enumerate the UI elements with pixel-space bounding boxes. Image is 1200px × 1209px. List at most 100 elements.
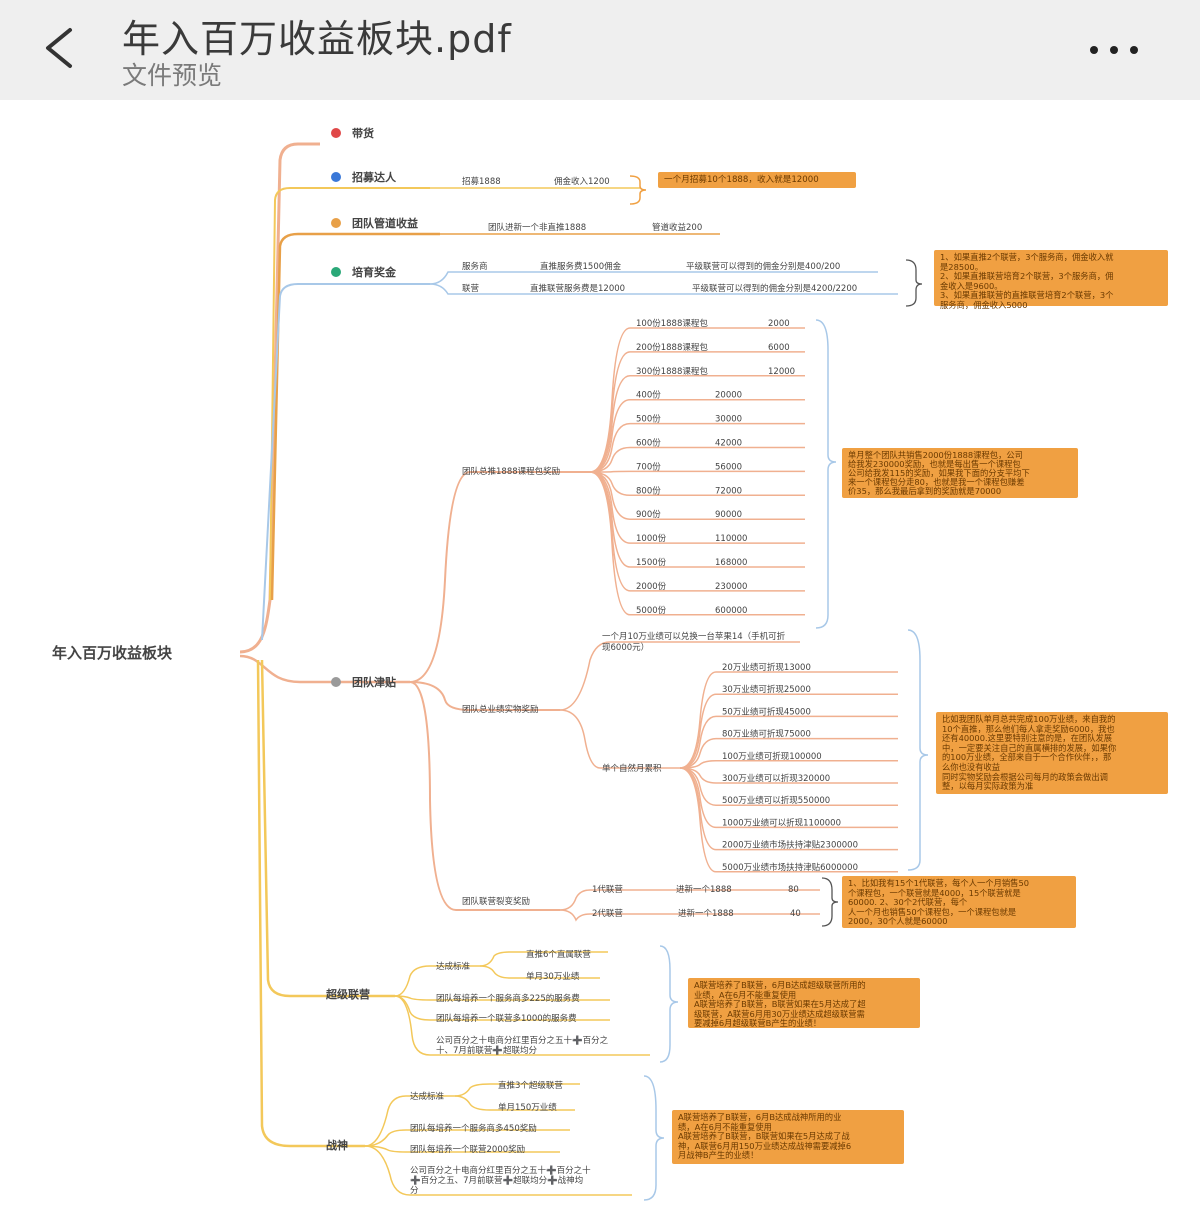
tuandui-b: 管道收益200 bbox=[652, 222, 702, 233]
shiwu-row: 1000万业绩可以折现1100000 bbox=[722, 817, 841, 828]
course-row-label: 700份 bbox=[636, 461, 661, 472]
zhanshen-r1: 团队每培养一个服务商多450奖励 bbox=[410, 1123, 537, 1134]
note-shiwu: 比如我团队单月总共完成100万业绩，来自我的 10个直推，那么他们每人拿走奖励6… bbox=[936, 712, 1168, 794]
liebian-label: 团队联营裂变奖励 bbox=[462, 896, 530, 907]
peiyu-a3: 平级联营可以得到的佣金分别是400/200 bbox=[686, 261, 840, 272]
file-subtitle: 文件预览 bbox=[122, 61, 223, 90]
course-branch bbox=[589, 398, 805, 473]
shiwu-branch bbox=[679, 767, 898, 784]
zhaomu-a: 招募1888 bbox=[462, 176, 501, 187]
shiwu-branch bbox=[679, 760, 898, 769]
chaoji-r2: 团队每培养一个联营多1000的服务费 bbox=[436, 1013, 577, 1024]
course-row-label: 800份 bbox=[636, 485, 661, 496]
shiwu-row: 20万业绩可折现13000 bbox=[722, 662, 811, 673]
shiwu-sub: 单个自然月累积 bbox=[602, 763, 662, 774]
cat-jintie: 团队津贴 bbox=[352, 675, 396, 689]
top-bar: 年入百万收益板块.pdf 文件预览 bbox=[0, 0, 1200, 100]
course-branch bbox=[589, 470, 805, 473]
course-row-label: 600份 bbox=[636, 438, 661, 449]
shiwu-row: 30万业绩可折现25000 bbox=[722, 684, 811, 695]
liebian-r1a: 1代联营 bbox=[592, 884, 623, 895]
shiwu-branch bbox=[679, 693, 898, 769]
red-dot-icon bbox=[331, 128, 341, 138]
course-row-label: 400份 bbox=[636, 390, 661, 401]
shiwu-row: 100万业绩可折现100000 bbox=[722, 751, 822, 762]
note-liebian: 1、比如我有15个1代联营，每个人一个月销售50 个课程包，一个联营就是4000… bbox=[842, 876, 1076, 928]
liebian-r2b: 进新一个1888 bbox=[678, 908, 734, 919]
course-row-value: 56000 bbox=[715, 462, 742, 472]
course-row-label: 200份1888课程包 bbox=[636, 342, 708, 353]
shiwu-top2: 现6000元） bbox=[602, 642, 649, 653]
peiyu-a1: 服务商 bbox=[462, 261, 488, 272]
course-row-value: 6000 bbox=[768, 343, 790, 353]
course-branch bbox=[589, 375, 805, 473]
more-options-icon[interactable] bbox=[1082, 30, 1146, 70]
course-branch bbox=[589, 446, 805, 473]
course-label: 团队总推1888课程包奖励 bbox=[462, 466, 560, 477]
peiyu-b3: 平级联营可以得到的佣金分别是4200/2200 bbox=[692, 283, 857, 294]
zhaomu-b: 佣金收入1200 bbox=[554, 176, 610, 187]
shiwu-row: 80万业绩可折现75000 bbox=[722, 729, 811, 740]
shiwu-row: 50万业绩可折现45000 bbox=[722, 706, 811, 717]
note-zhaomu: 一个月招募10个1888，收入就是12000 bbox=[658, 172, 856, 188]
zhanshen-std: 达成标准 bbox=[410, 1091, 445, 1102]
course-branch bbox=[589, 471, 805, 616]
cat-zhanshen: 战神 bbox=[326, 1138, 348, 1152]
course-row-value: 230000 bbox=[715, 582, 747, 592]
shiwu-branch bbox=[679, 767, 898, 873]
note-chaoji: A联营培养了B联营，6月B达成超级联营所用的 业绩，A在6月不能重复使用 A联营… bbox=[688, 978, 920, 1028]
course-row-value: 72000 bbox=[715, 486, 742, 496]
liebian-r1c: 80 bbox=[788, 885, 799, 895]
course-row-value: 2000 bbox=[768, 319, 790, 329]
course-branch bbox=[589, 471, 805, 497]
note-zhanshen: A联营培养了B联营，6月B达成战神所用的业 绩，A在6月不能重复使用 A联营培养… bbox=[672, 1110, 904, 1164]
chaoji-r1: 团队每培养一个服务商多225的服务费 bbox=[436, 993, 580, 1004]
shiwu-row: 300万业绩可以折现320000 bbox=[722, 773, 830, 784]
course-row-value: 110000 bbox=[715, 534, 747, 544]
chaoji-r3a: 公司百分之十电商分红里百分之五十➕百分之 bbox=[436, 1035, 609, 1046]
peiyu-b2: 直推联营服务费是12000 bbox=[530, 283, 625, 294]
zhanshen-r2: 团队每培养一个联营2000奖励 bbox=[410, 1144, 525, 1155]
shiwu-row: 500万业绩可以折现550000 bbox=[722, 795, 830, 806]
shiwu-top1: 一个月10万业绩可以兑换一台苹果14（手机可折 bbox=[602, 631, 786, 642]
course-row-label: 1000份 bbox=[636, 533, 667, 544]
course-branch bbox=[589, 471, 805, 520]
note-peiyu: 1、如果直推2个联营，3个服务商，佣金收入就 是28500。 2、如果直推联营培… bbox=[934, 250, 1168, 309]
liebian-r2c: 40 bbox=[790, 909, 801, 919]
back-chevron-icon[interactable] bbox=[40, 22, 84, 74]
note-course: 单月整个团队共销售2000份1888课程包，公司 给我发230000奖励，也就是… bbox=[842, 448, 1078, 498]
shiwu-branch bbox=[679, 767, 898, 806]
course-row-value: 600000 bbox=[715, 606, 747, 616]
course-row-label: 5000份 bbox=[636, 605, 667, 616]
orange-dot-icon bbox=[331, 218, 341, 228]
mind-map: 年入百万收益板块 带货 招募达人 团队管道收益 培育奖金 团队津贴 超级联营 战… bbox=[52, 126, 929, 1201]
cat-tuandui: 团队管道收益 bbox=[352, 216, 418, 230]
course-row-label: 2000份 bbox=[636, 581, 667, 592]
course-row-value: 90000 bbox=[715, 510, 742, 520]
file-title: 年入百万收益板块.pdf bbox=[122, 17, 512, 61]
course-row-label: 100份1888课程包 bbox=[636, 318, 708, 329]
course-row-value: 30000 bbox=[715, 415, 742, 425]
chaoji-s2: 单月30万业绩 bbox=[526, 971, 580, 982]
course-row-label: 1500份 bbox=[636, 557, 667, 568]
chaoji-std: 达成标准 bbox=[436, 961, 471, 972]
course-row-label: 900份 bbox=[636, 509, 661, 520]
shiwu-branch bbox=[679, 737, 898, 769]
zhanshen-s2: 单月150万业绩 bbox=[498, 1102, 557, 1113]
zhanshen-r3c: 分 bbox=[410, 1186, 419, 1196]
green-dot-icon bbox=[331, 267, 341, 277]
peiyu-b1: 联营 bbox=[462, 283, 479, 294]
course-branch bbox=[589, 327, 805, 473]
course-branch bbox=[589, 471, 805, 592]
zhanshen-r3a: 公司百分之十电商分红里百分之五十➕百分之十 bbox=[410, 1165, 591, 1176]
root-label: 年入百万收益板块 bbox=[52, 644, 173, 662]
course-row-value: 42000 bbox=[715, 439, 742, 449]
peiyu-a2: 直推服务费1500佣金 bbox=[540, 261, 622, 272]
zhanshen-r3b: ➕百分之五、7月前联营➕超联均分➕战神均 bbox=[410, 1175, 583, 1186]
course-row-value: 12000 bbox=[768, 367, 795, 377]
cat-peiyu: 培育奖金 bbox=[352, 265, 397, 279]
liebian-r1b: 进新一个1888 bbox=[676, 884, 732, 895]
shiwu-row: 5000万业绩市场扶持津贴6000000 bbox=[722, 862, 858, 873]
grey-dot-icon bbox=[331, 677, 341, 687]
course-branch bbox=[589, 471, 805, 544]
